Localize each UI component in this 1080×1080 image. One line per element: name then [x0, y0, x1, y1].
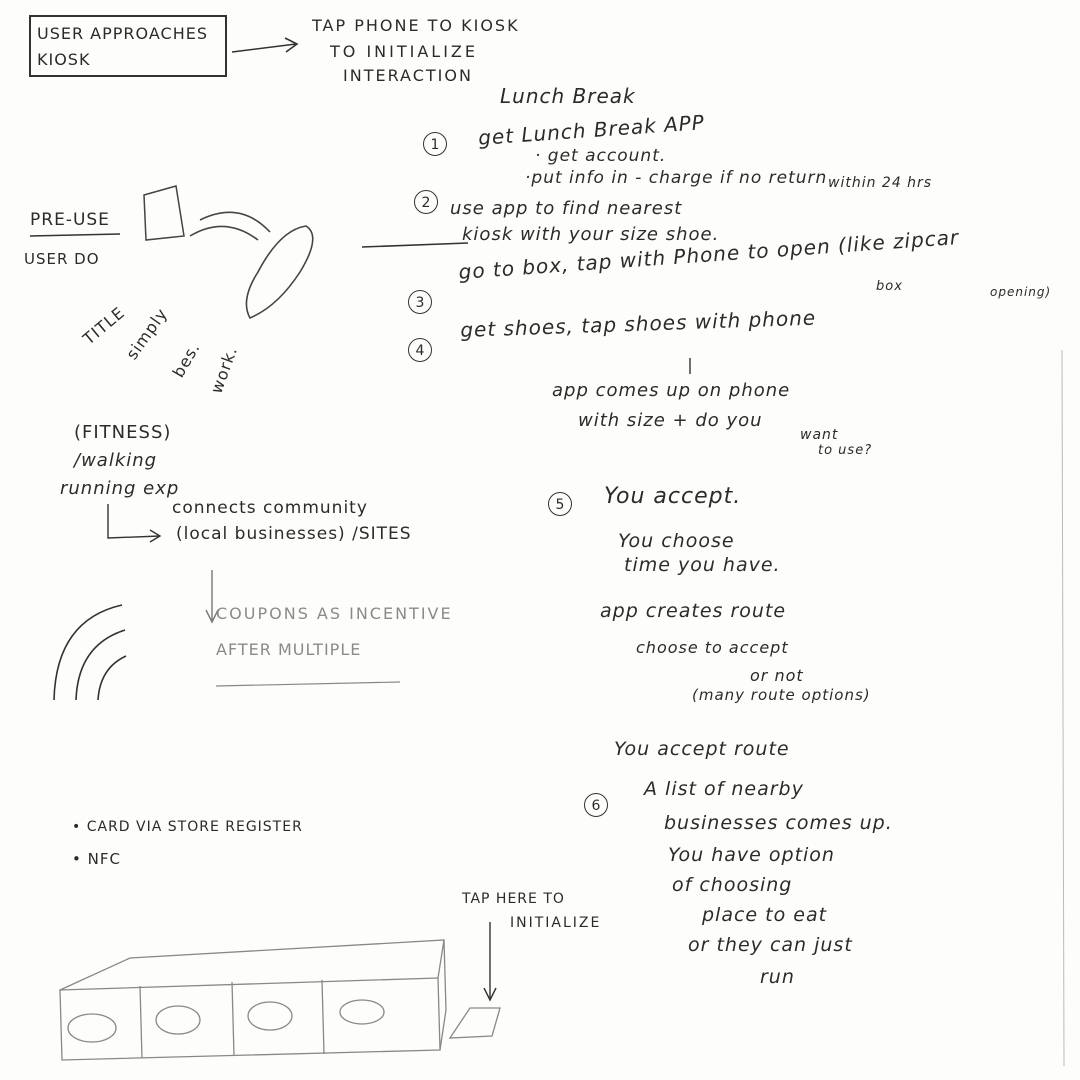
step-5-line-6: or not: [750, 666, 804, 685]
step-1-line-4: within 24 hrs: [828, 175, 933, 191]
step-1-line-3: ·put info in - charge if no return: [525, 168, 828, 188]
shoe-sole-icon: [189, 211, 314, 320]
step-6-line-7: run: [760, 966, 795, 988]
step-2-number: 2: [414, 190, 438, 214]
connects-arrow: [107, 504, 162, 543]
page-edge: [1061, 349, 1065, 1067]
tap-here-line-1: TAP HERE TO: [462, 891, 565, 907]
step-5-line-2: You choose: [618, 530, 735, 552]
start-arrow: [231, 37, 299, 53]
pre-use-underline: [29, 233, 121, 237]
page-title: Lunch Break: [500, 84, 636, 108]
start-box: [29, 15, 227, 77]
local-businesses-label: (local businesses) /SITES: [176, 524, 412, 544]
step-6-line-6: or they can just: [688, 934, 853, 956]
app-comes-up-line-3: want: [800, 427, 839, 443]
nfc-wave-icon: [53, 604, 127, 701]
payment-card-text: CARD VIA STORE REGISTER: [86, 819, 303, 835]
tap-note-line-1: TAP PHONE TO KIOSK: [312, 16, 520, 35]
step-6-number: 6: [584, 793, 608, 817]
step-4-number: 4: [408, 338, 432, 362]
step-5-line-5: choose to accept: [636, 638, 789, 657]
step-5-line-8: You accept route: [614, 738, 790, 760]
tap-here-arrow: [483, 922, 497, 1002]
start-box-line-1: USER APPROACHES: [37, 24, 208, 43]
fitness-label: (FITNESS): [74, 422, 172, 443]
after-multiple-underline: [215, 681, 401, 687]
step-6-line-4: of choosing: [672, 874, 793, 896]
tap-note-line-2: TO INITIALIZE: [330, 42, 478, 61]
step-6-line-1: A list of nearby: [644, 778, 804, 800]
step-2-line-2: kiosk with your size shoe.: [462, 224, 720, 245]
connector-line: [361, 242, 469, 248]
step-3-line-3: opening): [990, 285, 1052, 299]
step-5-line-4: app creates route: [600, 600, 787, 622]
step-6-line-3: You have option: [668, 844, 835, 866]
step-2-line-1: use app to find nearest: [450, 198, 683, 219]
step-6-line-2: businesses comes up.: [664, 812, 893, 834]
step-5-number: 5: [548, 492, 572, 516]
kiosk-sketch: [59, 939, 501, 1061]
app-comes-up-line-2: with size + do you: [578, 410, 763, 431]
start-box-line-2: KIOSK: [37, 50, 91, 69]
connects-label: connects community: [172, 498, 368, 518]
tap-here-line-2: INITIALIZE: [510, 915, 602, 931]
app-comes-up-line-4: to use?: [818, 443, 873, 458]
after-multiple-label: AFTER MULTIPLE: [216, 640, 362, 659]
phone-icon: [143, 185, 185, 241]
payment-nfc-text: NFC: [87, 850, 121, 868]
coupons-arrow: [205, 570, 219, 624]
step-6-line-5: place to eat: [702, 904, 828, 926]
step-3-line-2: box: [876, 279, 903, 294]
coupons-label: COUPONS AS INCENTIVE: [216, 604, 453, 623]
payment-nfc-label: • NFC: [72, 850, 121, 868]
step-3-number: 3: [408, 290, 432, 314]
tap-note-line-3: INTERACTION: [343, 66, 473, 85]
step-5-line-3: time you have.: [624, 554, 781, 576]
pre-use-label: PRE-USE: [30, 210, 110, 230]
app-comes-up-line-1: app comes up on phone: [552, 380, 791, 401]
payment-card-label: • CARD VIA STORE REGISTER: [72, 819, 303, 835]
step-5-line-7: (many route options): [692, 686, 871, 704]
step-1-line-2: · get account.: [535, 146, 667, 166]
walking-label: /walking: [74, 450, 158, 471]
running-label: running exp: [60, 478, 180, 499]
user-do-label: USER DO: [24, 250, 100, 268]
step-1-number: 1: [423, 132, 447, 156]
step-5-line-1: You accept.: [604, 484, 742, 509]
